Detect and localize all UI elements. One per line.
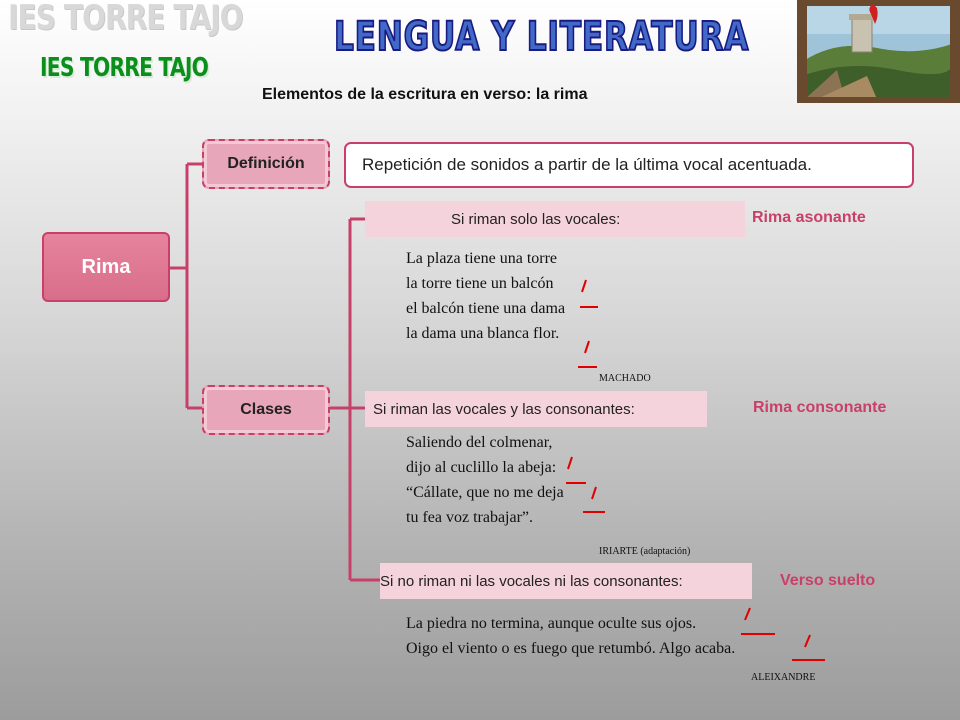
poem-line: La piedra no termina, aunque oculte sus … [406, 615, 697, 632]
condition-text: Si no riman ni las vocales ni las conson… [380, 572, 683, 590]
condition-text: Si riman solo las vocales: [451, 210, 621, 228]
author-machado: MACHADO [599, 373, 651, 384]
author-iriarte: IRIARTE (adaptación) [599, 546, 691, 557]
rima-node: Rima [42, 232, 170, 302]
subject-title: LENGUA Y LITERATURA [333, 13, 750, 61]
condition-verso-suelto: Si no riman ni las vocales ni las conson… [380, 563, 752, 599]
poem-machado: La plaza tiene una torre la torre tiene … [406, 250, 666, 350]
logo-image [797, 0, 960, 103]
rhyme-type-consonante: Rima consonante [753, 399, 887, 416]
poem-line: “Cállate, que no me deja [406, 484, 564, 501]
poem-line: Oigo el viento o es fuego que retumbó. A… [406, 640, 736, 657]
poem-aleixandre: La piedra no termina, aunque oculte sus … [406, 615, 906, 665]
poem-line: tu fea voz trabajar”. [406, 509, 534, 526]
poem-line: la dama una blanca flor. [406, 325, 560, 342]
clases-node: Clases [202, 385, 330, 435]
rhyme-type-verso-suelto: Verso suelto [780, 572, 876, 589]
condition-asonante: Si riman solo las vocales: [365, 201, 745, 237]
condition-text: Si riman las vocales y las consonantes: [373, 400, 635, 418]
definicion-node: Definición [202, 139, 330, 189]
poem-line: La plaza tiene una torre [406, 250, 558, 267]
definicion-text: Repetición de sonidos a partir de la últ… [362, 155, 812, 174]
condition-consonante: Si riman las vocales y las consonantes: [365, 391, 707, 427]
school-name-faded: IES TORRE TAJO [8, 0, 243, 38]
school-name: IES TORRE TAJO [40, 53, 209, 83]
definicion-text-box: Repetición de sonidos a partir de la últ… [344, 142, 914, 188]
rima-label: Rima [81, 255, 131, 278]
definicion-label: Definición [227, 155, 305, 172]
poem-line: Saliendo del colmenar, [406, 434, 553, 451]
rhyme-type-asonante: Rima asonante [752, 209, 866, 226]
page-title: Elementos de la escritura en verso: la r… [262, 86, 588, 103]
clases-label: Clases [240, 401, 292, 418]
poem-line: dijo al cuclillo la abeja: [406, 459, 557, 476]
author-aleixandre: ALEIXANDRE [751, 672, 816, 683]
poem-line: la torre tiene un balcón [406, 275, 554, 292]
poem-iriarte: Saliendo del colmenar, dijo al cuclillo … [406, 434, 666, 534]
poem-line: el balcón tiene una dama [406, 300, 566, 317]
